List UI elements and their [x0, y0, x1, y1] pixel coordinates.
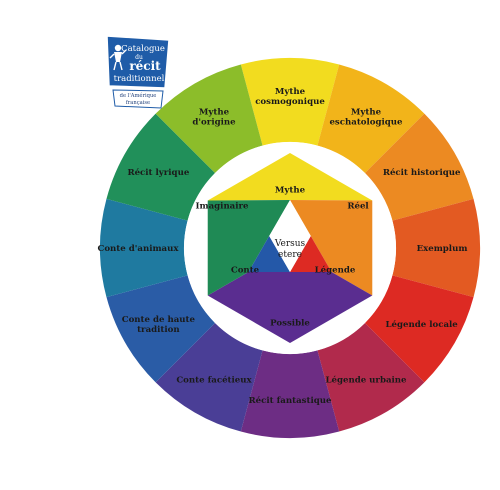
ring-segment: [317, 64, 425, 174]
ring-segment-label: Récit historique: [383, 167, 461, 178]
logo-line3: récit: [129, 59, 161, 73]
logo-line4: traditionnel: [114, 74, 165, 84]
ring-segment-label: Exemplum: [417, 244, 468, 254]
ring-segment-label: Conte d'animaux: [97, 244, 179, 254]
hex-label-upper-right: Réel: [347, 201, 369, 212]
logo-line5: de l'Amérique: [120, 92, 157, 99]
hex-label-upper-left: Imaginaire: [195, 202, 249, 212]
ring-segment: [240, 350, 340, 439]
ring-segment: [240, 58, 340, 146]
hex-region-lower-left: [248, 236, 290, 272]
logo-line1: Catalogue: [121, 44, 165, 54]
ring-segment: [364, 113, 474, 221]
hex-label-lower-left: Conte: [231, 266, 260, 276]
ring-segment: [106, 113, 216, 221]
hex-region-bottom: [207, 272, 373, 343]
hex-label-top: Mythe: [275, 186, 306, 196]
hex-label-bottom: Possible: [270, 319, 310, 329]
logo-line6: française: [126, 100, 150, 106]
hex-region-upper-left: [207, 200, 290, 296]
ring-segment-label: Récit fantastique: [249, 395, 332, 406]
ring-segment: [392, 198, 480, 298]
outer-ring: [100, 58, 480, 439]
ring-segment: [100, 198, 188, 298]
ring-segment: [106, 275, 216, 383]
ring-segment-label: Récit lyrique: [127, 167, 189, 178]
ring-segment: [155, 322, 263, 432]
logo-line2: du: [135, 54, 143, 61]
ring-segment: [364, 275, 474, 383]
catalogue-logo: Catalogue du récit traditionnel de l'Amé…: [103, 34, 173, 112]
hex-region-top: [207, 153, 373, 201]
ring-segment-label: Conte facétieux: [176, 374, 252, 385]
hex-region-lower-right: [290, 236, 332, 272]
ring-segment-label: Légende locale: [386, 319, 459, 330]
ring-segment: [155, 64, 263, 174]
ring-segment-label: Légende urbaine: [325, 374, 407, 385]
hex-region-center: [269, 200, 311, 272]
hex-label-lower-right: Légende: [315, 265, 356, 276]
ring-segment: [317, 322, 425, 432]
hex-region-upper-right: [290, 200, 373, 296]
